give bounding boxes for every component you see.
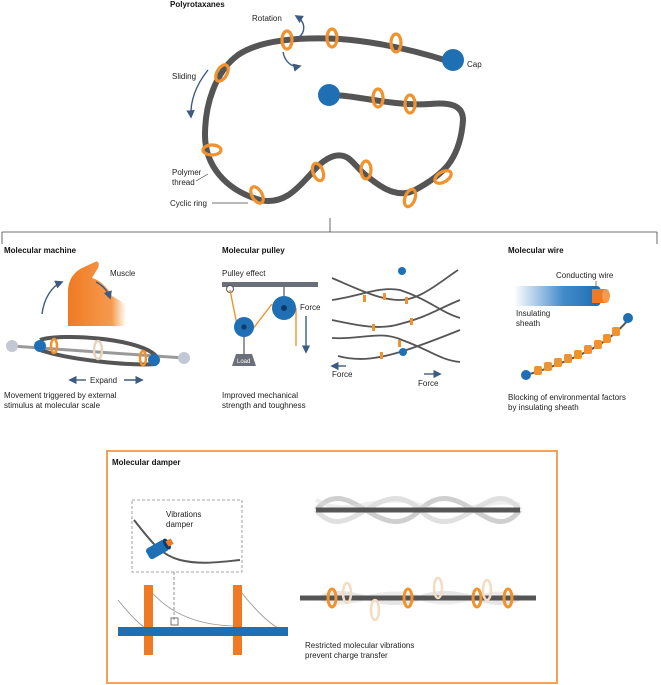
insulating-label-line2: sheath: [516, 319, 540, 328]
stopper-left: [6, 340, 18, 352]
bridge-tower-right: [233, 585, 242, 655]
pulley-beam: [222, 282, 318, 287]
damper-caption-line2: prevent charge transfer: [305, 651, 388, 660]
machine-cap-left: [34, 340, 46, 352]
rotation-arrow-top: [294, 15, 305, 39]
force-label-right: Force: [418, 379, 439, 388]
ring: [402, 187, 418, 209]
damper-inset: [131, 499, 243, 573]
pulley-caption-line1: Improved mechanical: [222, 391, 298, 400]
machine-ring: [138, 349, 148, 367]
ring: [310, 161, 326, 183]
ghost-rings: [341, 576, 493, 622]
molecular-damper-title: Molecular damper: [112, 458, 180, 467]
polyrotaxanes-title: Polyrotaxanes: [170, 0, 225, 9]
machine-thread: [39, 335, 158, 367]
polymer-thread: [202, 35, 466, 205]
ring: [359, 159, 373, 181]
pulley-caption-line2: strength and toughness: [222, 401, 306, 410]
molecular-machine-panel: Molecular machine Muscle Expand Movement…: [4, 246, 190, 410]
ring: [433, 169, 453, 185]
cyclic-rings: [201, 27, 453, 209]
ring: [280, 29, 294, 51]
polymer-leader-line: [195, 173, 209, 182]
expand-label: Expand: [90, 376, 117, 385]
wire-cap: [623, 313, 633, 323]
molecular-machine-title: Molecular machine: [4, 246, 77, 255]
ring: [389, 32, 403, 54]
stopper-right: [178, 352, 190, 364]
insulating-sheath: [514, 286, 596, 306]
molecular-pulley-title: Molecular pulley: [222, 246, 285, 255]
section-bracket: [1, 218, 658, 244]
wire-caption-line2: by insulating sheath: [508, 403, 579, 412]
muscle-label: Muscle: [110, 269, 136, 278]
polymer-label-line2: thread: [172, 178, 195, 187]
damper-caption-line1: Restricted molecular vibrations: [305, 641, 414, 650]
ring: [201, 143, 223, 157]
bridge-tower-left: [144, 585, 153, 655]
machine-ring-ghost: [92, 339, 104, 361]
damper-rings: [326, 587, 514, 609]
network-cap: [398, 267, 406, 275]
force-label-top: Force: [300, 303, 321, 312]
vibrations-label-line2: damper: [166, 520, 193, 529]
molecular-wire-title: Molecular wire: [508, 246, 564, 255]
load-label: Load: [237, 359, 250, 365]
sliding-arrow: [186, 69, 209, 119]
ring: [371, 87, 385, 109]
muscle-arrow-left: [41, 280, 64, 315]
polymer-label-line1: Polymer: [172, 168, 202, 177]
ring: [403, 93, 417, 115]
ring: [325, 27, 339, 49]
cap-ball-inner: [318, 84, 340, 106]
bridge-cables: [117, 587, 283, 631]
wire-caption-line1: Blocking of environmental factors: [508, 393, 626, 402]
wire-cap: [521, 370, 531, 380]
vibrating-wire-top: [314, 495, 522, 525]
damped-wire-bottom: [300, 590, 536, 606]
wire-beads: [534, 327, 620, 375]
bridge-deck: [118, 627, 288, 636]
pulley-network: [331, 269, 461, 363]
pulley-effect-label: Pulley effect: [222, 269, 266, 278]
molecular-pulley-panel: Molecular pulley Pulley effect Load Forc…: [222, 246, 461, 410]
rotation-arrow-bottom: [282, 51, 302, 72]
muscle-arrow-right: [95, 281, 112, 300]
damper-frame: [106, 450, 558, 684]
zoom-marker: [170, 617, 179, 626]
machine-ring: [49, 337, 59, 355]
sliding-label: Sliding: [172, 72, 196, 81]
rotation-label: Rotation: [252, 14, 282, 23]
conducting-wire-label: Conducting wire: [556, 271, 614, 280]
molecular-wire-panel: Molecular wire Conducting wire Insulatin…: [508, 246, 633, 412]
machine-caption-line2: stimulus at molecular scale: [4, 401, 101, 410]
machine-cap-right: [148, 354, 160, 366]
conducting-wire-core: [592, 289, 606, 303]
muscle-arm-icon: [68, 261, 126, 326]
machine-caption-line1: Movement triggered by external: [4, 391, 117, 400]
force-label-left: Force: [332, 370, 353, 379]
cyclic-ring-label: Cyclic ring: [170, 199, 207, 208]
insulating-label-line1: Insulating: [516, 309, 550, 318]
cap-label: Cap: [467, 60, 482, 69]
load-weight: [232, 354, 256, 366]
ring: [214, 63, 230, 83]
ring: [249, 185, 265, 205]
pulley-network-rings: [363, 293, 413, 359]
polyrotaxane-panel: Polyrotaxanes Rotation Sliding Ca: [170, 0, 482, 209]
molecular-damper-panel: Molecular damper Vibrations damper: [106, 450, 558, 684]
network-cap: [399, 348, 407, 356]
cap-ball-right: [442, 49, 464, 71]
vibrations-label-line1: Vibrations: [166, 510, 201, 519]
damper-device-icon: [145, 538, 174, 560]
